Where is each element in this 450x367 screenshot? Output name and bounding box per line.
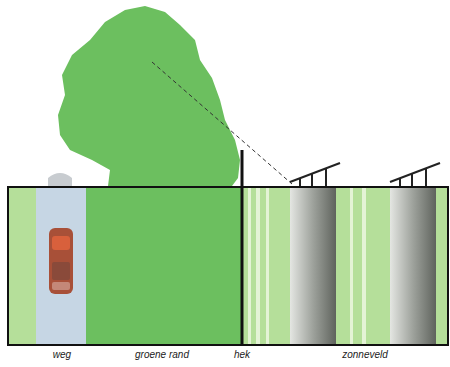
fence: [241, 150, 244, 345]
tree: [58, 6, 240, 186]
road: [36, 187, 86, 345]
car: [49, 228, 73, 294]
solar-panel: [390, 163, 440, 186]
grass-stripes: [248, 187, 366, 345]
zone-label: weg: [53, 349, 71, 360]
zone-label: groene rand: [135, 349, 189, 360]
zone-label: hek: [234, 349, 250, 360]
solar-panel: [290, 163, 340, 186]
zone-label: zonneveld: [342, 349, 388, 360]
green-edge: [86, 187, 242, 345]
panel-row: [290, 187, 336, 345]
shade-line: [152, 62, 292, 184]
road-dome: [48, 173, 72, 187]
panel-row: [390, 187, 436, 345]
